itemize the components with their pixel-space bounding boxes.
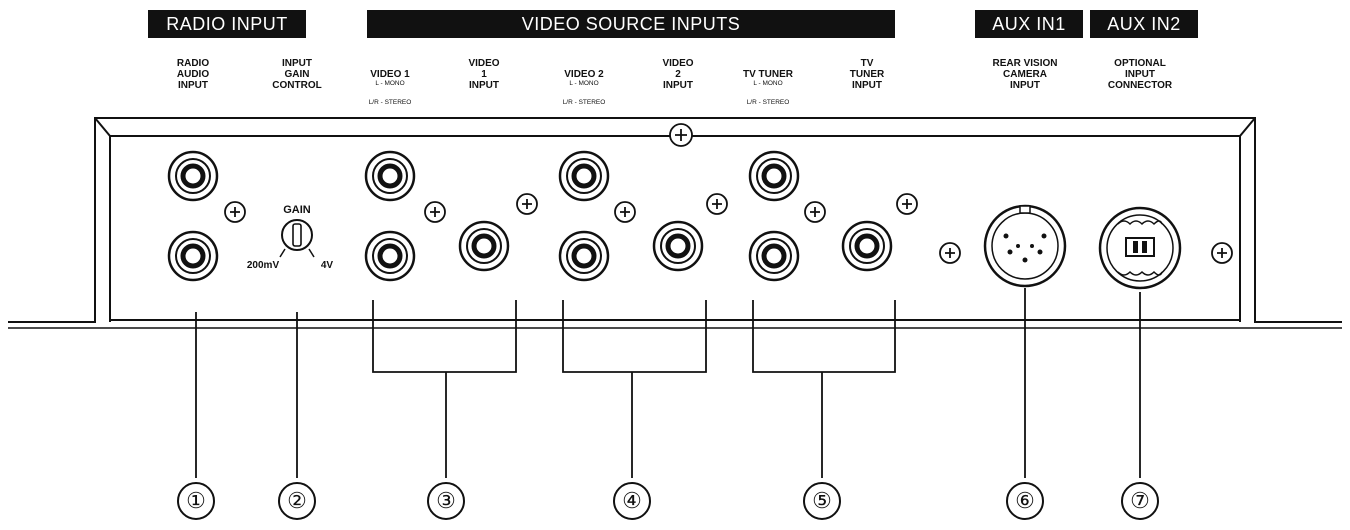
video1-mono-sub: L - MONO xyxy=(375,80,405,87)
video1-audio-jack-bottom xyxy=(364,230,416,282)
tv-tuner-title: TV TUNER xyxy=(743,69,793,80)
callout-6: ⑥ xyxy=(1006,482,1044,520)
callout-2: ② xyxy=(278,482,316,520)
din-connector xyxy=(983,204,1067,288)
callout-7: ⑦ xyxy=(1121,482,1159,520)
screw xyxy=(1211,242,1233,264)
video1-input-label: VIDEO 1 INPUT xyxy=(468,58,500,91)
screw xyxy=(939,242,961,264)
video2-title: VIDEO 2 xyxy=(564,69,604,80)
radio-input-banner: RADIO INPUT xyxy=(148,10,306,38)
video2-mono-sub: L - MONO xyxy=(569,80,599,87)
video2-label: VIDEO 2 L - MONO L/R - STEREO xyxy=(563,58,606,118)
radio-audio-jack-bottom xyxy=(167,230,219,282)
gain-knob-max-label: 4V xyxy=(321,260,334,271)
tv-tuner-mono-sub: L - MONO xyxy=(753,80,783,87)
screw xyxy=(896,193,918,215)
aux-in1-banner: AUX IN1 xyxy=(975,10,1083,38)
video2-audio-jack-bottom xyxy=(558,230,610,282)
leader-lines xyxy=(195,288,1141,478)
callout-1: ① xyxy=(177,482,215,520)
screw xyxy=(424,201,446,223)
callout-5: ⑤ xyxy=(803,482,841,520)
video-source-inputs-banner: VIDEO SOURCE INPUTS xyxy=(367,10,895,38)
screw xyxy=(669,123,693,147)
tv-tuner-audio-jack-bottom xyxy=(748,230,800,282)
gain-knob xyxy=(281,219,313,251)
video1-title: VIDEO 1 xyxy=(370,69,410,80)
screw xyxy=(224,201,246,223)
optional-connector xyxy=(1098,206,1182,290)
rear-vision-camera-input-label: REAR VISION CAMERA INPUT xyxy=(992,58,1058,91)
callout-4: ④ xyxy=(613,482,651,520)
tv-tuner-audio-jack-top xyxy=(748,150,800,202)
rca-jacks xyxy=(167,150,893,282)
chassis-outline xyxy=(8,117,1342,323)
radio-audio-input-label: RADIO AUDIO INPUT xyxy=(176,58,210,91)
video1-stereo-sub: L/R - STEREO xyxy=(368,99,412,106)
tv-tuner-video-jack xyxy=(841,220,893,272)
optional-input-connector-label: OPTIONAL INPUT CONNECTOR xyxy=(1107,58,1173,91)
video1-label: VIDEO 1 L - MONO L/R - STEREO xyxy=(369,58,412,118)
video2-audio-jack-top xyxy=(558,150,610,202)
gain-knob-title: GAIN xyxy=(283,204,311,216)
tv-tuner-stereo-sub: L/R - STEREO xyxy=(746,99,790,106)
radio-audio-jack-top xyxy=(167,150,219,202)
screw xyxy=(706,193,728,215)
callout-3: ③ xyxy=(427,482,465,520)
screws xyxy=(224,123,1233,264)
gain-knob-min-label: 200mV xyxy=(247,260,280,271)
video2-input-label: VIDEO 2 INPUT xyxy=(662,58,694,91)
aux-in2-banner: AUX IN2 xyxy=(1090,10,1198,38)
screw xyxy=(804,201,826,223)
video1-video-jack xyxy=(458,220,510,272)
video1-audio-jack-top xyxy=(364,150,416,202)
tv-tuner-label: TV TUNER L - MONO L/R - STEREO xyxy=(743,58,793,118)
tv-tuner-input-label: TV TUNER INPUT xyxy=(849,58,885,91)
screw xyxy=(614,201,636,223)
video2-video-jack xyxy=(652,220,704,272)
input-gain-control-label: INPUT GAIN CONTROL xyxy=(272,58,322,91)
video2-stereo-sub: L/R - STEREO xyxy=(562,99,606,106)
screw xyxy=(516,193,538,215)
